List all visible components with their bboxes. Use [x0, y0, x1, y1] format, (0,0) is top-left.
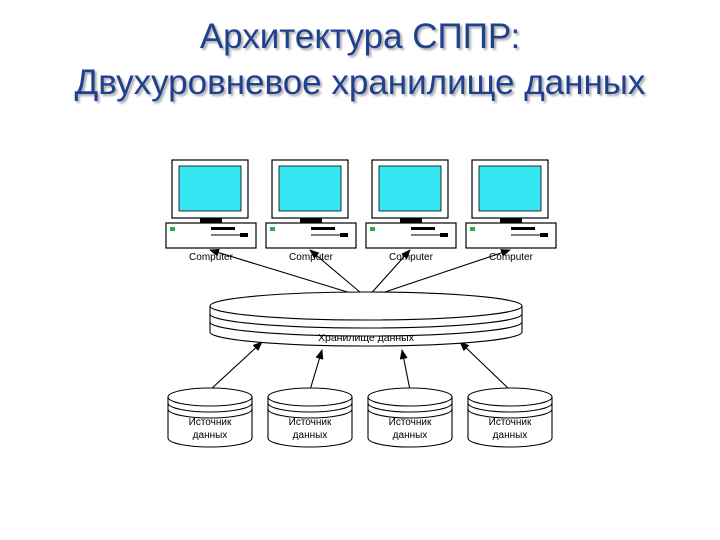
- arrow-to-computer-2: [309, 249, 368, 299]
- arrows-to-computers: [209, 248, 511, 299]
- arrow-from-source-4: [459, 341, 511, 391]
- arrow-to-computer-1: [209, 248, 368, 299]
- database-icon: [467, 387, 553, 448]
- source-label-line1: Источник: [289, 417, 332, 428]
- source-label-line2: данных: [293, 430, 328, 441]
- computer-icon: [165, 159, 257, 249]
- source-label-line2: данных: [193, 430, 228, 441]
- computer-4: Computer: [465, 159, 557, 263]
- arrow-to-computer-4: [366, 249, 511, 299]
- source-label-line1: Источник: [489, 417, 532, 428]
- source-label-line2: данных: [493, 430, 528, 441]
- computer-3: Computer: [365, 159, 457, 263]
- computer-label: Computer: [189, 252, 234, 263]
- database-icon: [209, 291, 523, 347]
- source-label-line1: Источник: [389, 417, 432, 428]
- arrow-from-source-1: [209, 341, 263, 391]
- arrow-to-computer-3: [366, 249, 411, 299]
- arrow-from-source-3: [399, 349, 411, 391]
- source-label-line1: Источник: [189, 417, 232, 428]
- data-source-3: Источник данных: [367, 387, 453, 448]
- database-icon: [367, 387, 453, 448]
- computer-2: Computer: [265, 159, 357, 263]
- database-icon: [267, 387, 353, 448]
- computer-icon: [465, 159, 557, 249]
- data-source-4: Источник данных: [467, 387, 553, 448]
- warehouse-label: Хранилище данных: [318, 332, 415, 344]
- source-label-line2: данных: [393, 430, 428, 441]
- computer-icon: [365, 159, 457, 249]
- arrow-from-source-2: [309, 349, 324, 391]
- computer-label: Computer: [489, 252, 534, 263]
- computer-icon: [265, 159, 357, 249]
- data-source-2: Источник данных: [267, 387, 353, 448]
- slide-title: Архитектура СППР: Двухуровневое хранилищ…: [0, 14, 720, 106]
- title-line-1: Архитектура СППР:: [199, 17, 521, 56]
- computer-label: Computer: [289, 252, 334, 263]
- database-icon: [167, 387, 253, 448]
- data-warehouse: Хранилище данных: [209, 291, 523, 347]
- arrows-from-sources: [209, 341, 511, 391]
- computer-label: Computer: [389, 252, 434, 263]
- computer-1: Computer: [165, 159, 257, 263]
- data-source-1: Источник данных: [167, 387, 253, 448]
- title-line-2: Двухуровневое хранилище данных: [74, 63, 646, 102]
